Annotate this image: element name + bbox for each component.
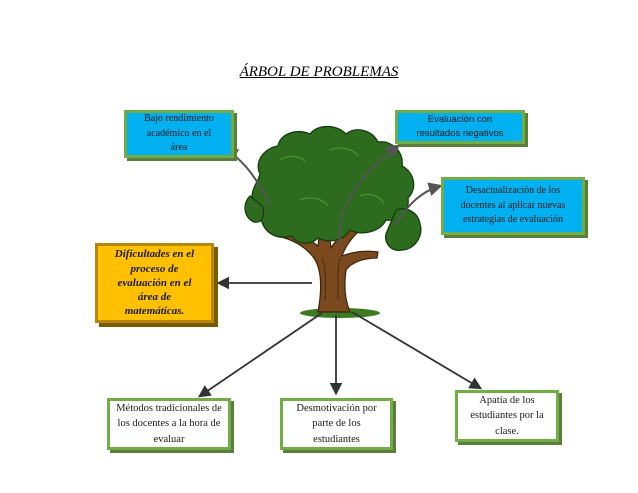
- effect-box-negative-results: Evaluación con resultados negativos: [395, 110, 525, 144]
- core-problem-box: Dificultades en el proceso de evaluación…: [95, 243, 214, 323]
- cause-box-demotivation: Desmotivación por parte de los estudiant…: [280, 398, 393, 450]
- diagram-title: ÁRBOL DE PROBLEMAS: [239, 64, 399, 80]
- arrow-effect-2: [338, 144, 401, 246]
- arrow-cause-1: [197, 312, 323, 398]
- effect-box-outdated-teachers: Desactualización de los docentes al apli…: [441, 177, 585, 235]
- effect-box-low-performance: Bajo rendimiento académico en el área: [124, 110, 234, 158]
- arrow-cause-3: [351, 311, 483, 390]
- cause-box-apathy: Apatía de los estudiantes por la clase.: [455, 390, 559, 442]
- cause-box-traditional-methods: Métodos tradicionales de los docentes a …: [107, 398, 231, 450]
- arrow-effect-3: [394, 182, 443, 226]
